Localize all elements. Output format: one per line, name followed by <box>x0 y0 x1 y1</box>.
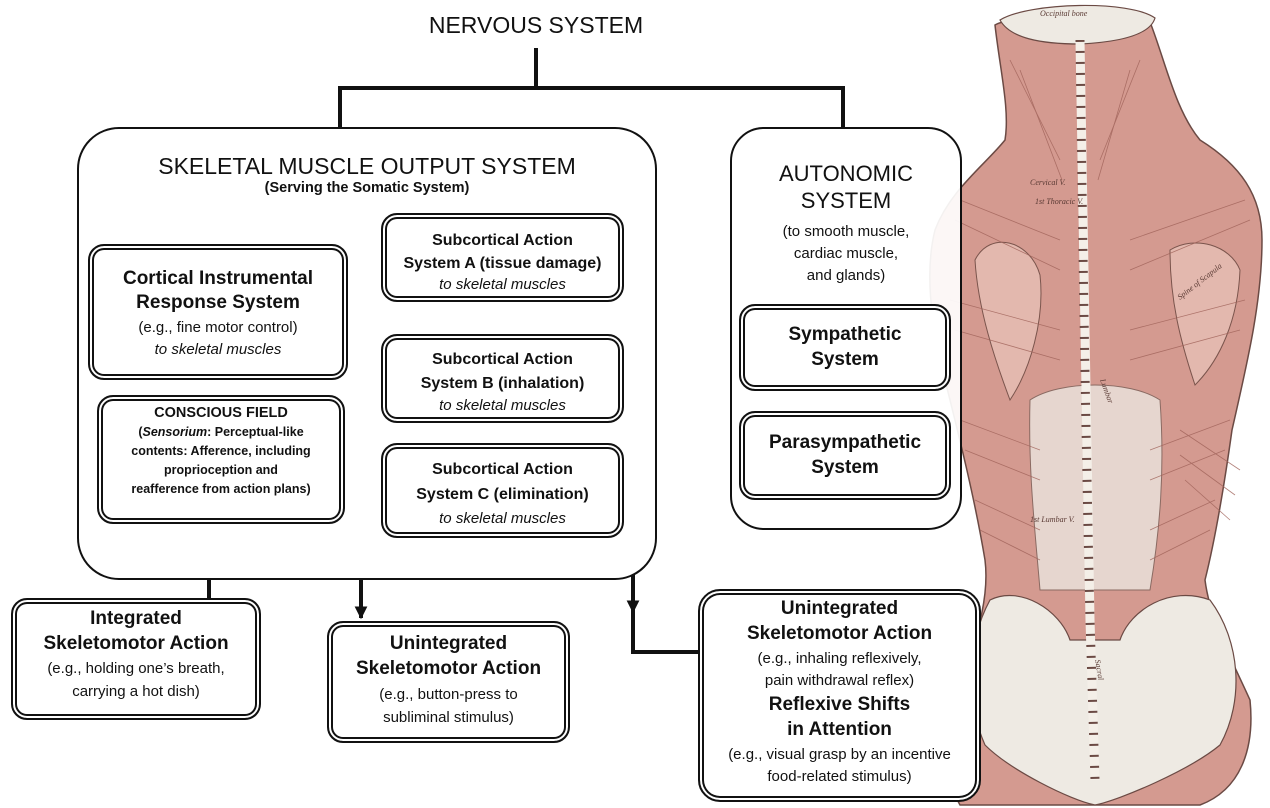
sympathetic-line2: System <box>741 349 949 372</box>
conscious-field-title: CONSCIOUS FIELD <box>99 405 343 422</box>
integrated-line2: Skeletomotor Action <box>13 633 259 656</box>
subcortical-action-system-b-box: Subcortical Action System B (inhalation)… <box>381 334 624 423</box>
integrated-line1: Integrated <box>13 608 259 631</box>
cortical-title-line2: Response System <box>90 292 346 315</box>
conscious-field-line4: reafference from action plans) <box>99 482 343 497</box>
parasympathetic-line1: Parasympathetic <box>741 432 949 455</box>
sympathetic-system-box: Sympathetic System <box>739 304 951 391</box>
reflexive-shifts-example1: (e.g., visual grasp by an incentive <box>700 746 979 764</box>
first-lumbar-label: 1st Lumbar V. <box>1030 515 1075 524</box>
reflexive-shifts-line1: Reflexive Shifts <box>700 694 979 717</box>
subcortical-b-line2: System B (inhalation) <box>383 374 622 393</box>
skeletal-system-subtitle: (Serving the Somatic System) <box>79 180 655 197</box>
unintegrated-mid-line2: Skeletomotor Action <box>329 658 568 681</box>
cortical-title-line1: Cortical Instrumental <box>90 268 346 291</box>
autonomic-title-line1: AUTONOMIC <box>732 161 960 187</box>
autonomic-title-line2: SYSTEM <box>732 188 960 214</box>
autonomic-desc-line2: cardiac muscle, <box>732 245 960 263</box>
conscious-field-line3: proprioception and <box>99 463 343 478</box>
subcortical-a-target: to skeletal muscles <box>383 276 622 294</box>
conscious-line1-rest: : Perceptual-like <box>207 425 304 439</box>
sensorium-term: Sensorium <box>142 425 207 439</box>
unintegrated-skeletomotor-action-middle-box: Unintegrated Skeletomotor Action (e.g., … <box>327 621 570 743</box>
unintegrated-right-example1: (e.g., inhaling reflexively, <box>700 650 979 668</box>
integrated-example2: carrying a hot dish) <box>13 683 259 701</box>
unintegrated-right-line2: Skeletomotor Action <box>700 623 979 646</box>
subcortical-c-line1: Subcortical Action <box>383 460 622 479</box>
subcortical-c-target: to skeletal muscles <box>383 510 622 528</box>
cortical-response-system-box: Cortical Instrumental Response System (e… <box>88 244 348 380</box>
subcortical-b-target: to skeletal muscles <box>383 397 622 415</box>
unintegrated-mid-example1: (e.g., button-press to <box>329 686 568 704</box>
subcortical-action-system-c-box: Subcortical Action System C (elimination… <box>381 443 624 538</box>
unintegrated-skeletomotor-action-right-box: Unintegrated Skeletomotor Action (e.g., … <box>698 589 981 802</box>
conscious-field-line1: (Sensorium: Perceptual-like <box>99 425 343 440</box>
reflexive-shifts-example2: food-related stimulus) <box>700 768 979 786</box>
autonomic-desc-line3: and glands) <box>732 267 960 285</box>
lumbar-fascia <box>1030 385 1162 590</box>
cervical-label: Cervical V. <box>1030 178 1066 187</box>
cortical-target: to skeletal muscles <box>90 341 346 359</box>
parasympathetic-system-box: Parasympathetic System <box>739 411 951 500</box>
subcortical-c-line2: System C (elimination) <box>383 485 622 504</box>
conscious-field-line2: contents: Afference, including <box>99 444 343 459</box>
conscious-field-box: CONSCIOUS FIELD (Sensorium: Perceptual-l… <box>97 395 345 524</box>
skeletal-system-title: SKELETAL MUSCLE OUTPUT SYSTEM <box>79 153 655 181</box>
connector-to-unintegrated-right <box>633 612 700 652</box>
unintegrated-right-line1: Unintegrated <box>700 598 979 621</box>
cortical-example: (e.g., fine motor control) <box>90 319 346 337</box>
unintegrated-mid-line1: Unintegrated <box>329 633 568 656</box>
thoracic-label: 1st Thoracic V. <box>1035 197 1083 206</box>
subcortical-a-line1: Subcortical Action <box>383 231 622 250</box>
nervous-system-title: NERVOUS SYSTEM <box>0 12 1072 40</box>
subcortical-b-line1: Subcortical Action <box>383 350 622 369</box>
subcortical-action-system-a-box: Subcortical Action System A (tissue dama… <box>381 213 624 302</box>
subcortical-a-line2: System A (tissue damage) <box>383 254 622 273</box>
reflexive-shifts-line2: in Attention <box>700 719 979 742</box>
sympathetic-line1: Sympathetic <box>741 324 949 347</box>
integrated-example1: (e.g., holding one’s breath, <box>13 660 259 678</box>
integrated-skeletomotor-action-box: Integrated Skeletomotor Action (e.g., ho… <box>11 598 261 720</box>
unintegrated-mid-example2: subliminal stimulus) <box>329 709 568 727</box>
parasympathetic-line2: System <box>741 457 949 480</box>
unintegrated-right-example2: pain withdrawal reflex) <box>700 672 979 690</box>
autonomic-desc-line1: (to smooth muscle, <box>732 223 960 241</box>
